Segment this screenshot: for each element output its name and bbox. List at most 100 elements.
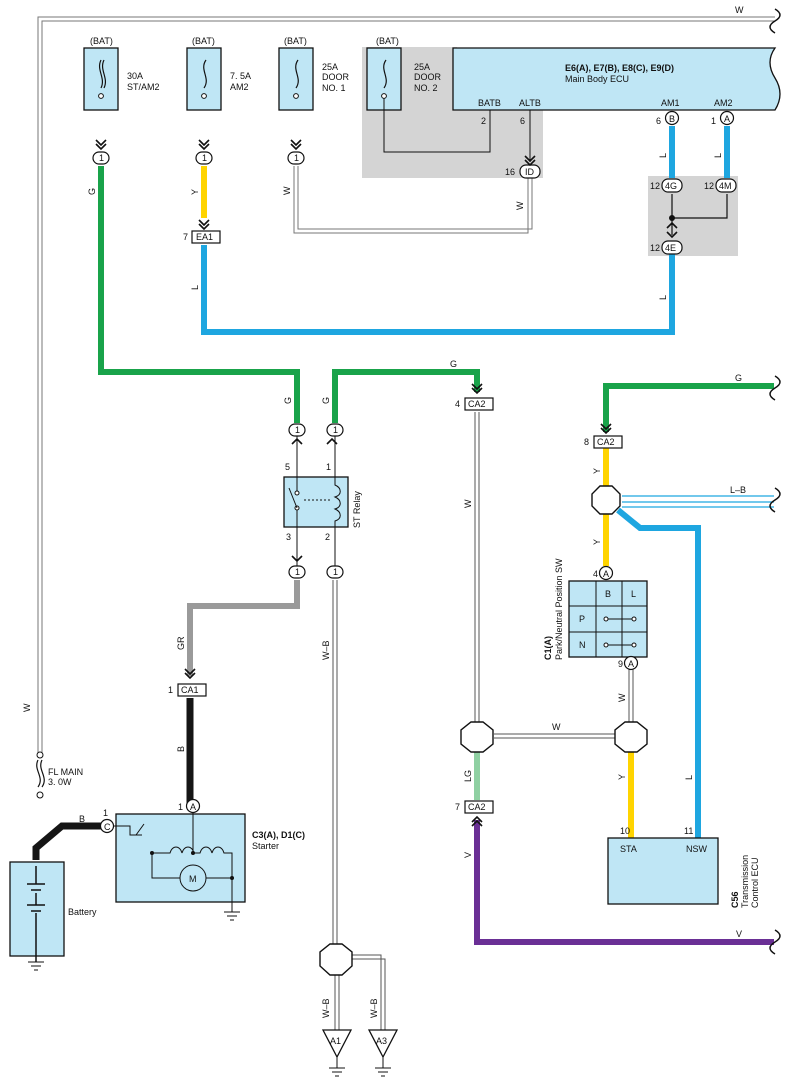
- pin-nsw: NSW: [686, 844, 708, 854]
- wire-green-3: [603, 383, 774, 432]
- fuse-am2: (BAT) 7. 5A AM2: [186, 36, 251, 111]
- wire-lb: [622, 495, 774, 508]
- wire-green-1: [98, 166, 300, 423]
- ground-icon: [224, 911, 240, 921]
- fuse-rating: 7. 5A: [230, 71, 251, 81]
- wire-label: GR: [176, 636, 186, 650]
- pin-num: 2: [325, 532, 330, 542]
- wire-label: W: [552, 722, 561, 732]
- break-mark-w: [769, 8, 781, 34]
- pin-num: 12: [704, 181, 714, 191]
- wire-label: L: [658, 153, 668, 158]
- conn-label: 4G: [665, 181, 677, 191]
- row-label: P: [579, 614, 585, 624]
- wire-label: L: [658, 295, 668, 300]
- row-label: N: [579, 640, 586, 650]
- transmission-ecu: 10 11 STA NSW C56 Transmission Control E…: [607, 826, 760, 908]
- wire-label: G: [450, 359, 457, 369]
- pin-num: 1: [168, 685, 173, 695]
- fuse-icon: [203, 59, 207, 89]
- pin-num: 2: [481, 116, 486, 126]
- fl-name: FL MAIN: [48, 767, 83, 777]
- fuse-name: DOOR: [322, 72, 350, 82]
- conn-label: A: [724, 114, 730, 124]
- wire-w-door: [293, 166, 533, 234]
- fuse-icon: [98, 59, 107, 89]
- ground-icon: [28, 961, 44, 971]
- pin-num: 1: [711, 116, 716, 126]
- tcu-name: Control ECU: [750, 857, 760, 908]
- sw-code: C1(A): [543, 636, 553, 660]
- wire-gray-gr: [187, 580, 300, 676]
- tcu-name: Transmission: [740, 855, 750, 908]
- pin-num: 4: [455, 399, 460, 409]
- conn-label: EA1: [196, 232, 213, 242]
- conn-label: CA2: [468, 399, 486, 409]
- pin-sta: STA: [620, 844, 637, 854]
- wire-label: W: [515, 201, 525, 210]
- tcu-code: C56: [730, 891, 740, 908]
- pin-num: 4: [593, 569, 598, 579]
- conn-label: 1: [99, 153, 104, 163]
- wire-label-w-left: W: [22, 703, 32, 712]
- starter-code: C3(A), D1(C): [252, 830, 305, 840]
- conn-label: B: [669, 114, 675, 124]
- pin-num: 3: [286, 532, 291, 542]
- battery: Battery: [9, 861, 97, 971]
- wire-label: LG: [463, 770, 473, 782]
- wire-label: B: [79, 814, 85, 824]
- wire-label: L: [684, 775, 694, 780]
- wire-label: W: [463, 499, 473, 508]
- wire-label: W: [617, 693, 627, 702]
- conn-label: A: [603, 569, 609, 579]
- fuse-rating: 30A: [127, 71, 143, 81]
- main-body-ecu: E6(A), E7(B), E8(C), E9(D) Main Body ECU…: [452, 47, 781, 162]
- fuse-name: NO. 1: [322, 83, 346, 93]
- fuse-name: ST/AM2: [127, 82, 160, 92]
- conn-label: ID: [525, 167, 535, 177]
- wire-label: Y: [617, 774, 627, 780]
- wire-label: V: [463, 852, 473, 858]
- wire-blue-nsw: [616, 507, 701, 838]
- pin-num: 16: [505, 167, 515, 177]
- wire-wb: [332, 580, 386, 1030]
- battery-name: Battery: [68, 907, 97, 917]
- connectors: 1 1 1 EA1 7 ID 16 B A 4G 12 4M 12 4E 12 …: [92, 110, 737, 814]
- motor-icon: M: [189, 874, 197, 884]
- sw-name: Park/Neutral Position SW: [554, 558, 564, 660]
- pin-num: 1: [178, 802, 183, 812]
- conn-label: 1: [333, 425, 338, 435]
- bat-label-2: (BAT): [192, 36, 215, 46]
- fuse-door1: (BAT) 25A DOOR NO. 1: [278, 36, 350, 111]
- conn-label: CA2: [597, 437, 615, 447]
- pin-num: 11: [684, 826, 693, 836]
- pin-num: 9: [618, 659, 623, 669]
- pin-num: 12: [650, 181, 660, 191]
- wire-label: G: [735, 373, 742, 383]
- pin-batb: BATB: [478, 98, 501, 108]
- ecu-code: E6(A), E7(B), E8(C), E9(D): [565, 63, 674, 73]
- fuse-name: DOOR: [414, 72, 442, 82]
- pin-num: 7: [455, 802, 460, 812]
- wire-label: Y: [190, 189, 200, 195]
- conn-label: C: [104, 822, 111, 832]
- conn-label: 1: [294, 153, 299, 163]
- wire-label-w-top: W: [735, 5, 744, 15]
- fuse-icon: [295, 59, 299, 89]
- pin-num: 1: [326, 462, 331, 472]
- bat-label-1: (BAT): [90, 36, 113, 46]
- pin-num: 7: [183, 232, 188, 242]
- conn-label: 1: [295, 567, 300, 577]
- pin-num: 10: [620, 826, 630, 836]
- pin-num: 8: [584, 437, 589, 447]
- splices: [319, 485, 648, 976]
- fl-rating: 3. 0W: [48, 777, 72, 787]
- fuse-rating: 25A: [322, 62, 338, 72]
- wire-labels: G Y W W L L L L G G G G W Y Y L–B GR B B…: [79, 153, 746, 1018]
- fuse-icon: [383, 59, 387, 89]
- col-label: B: [605, 589, 611, 599]
- wire-label: G: [283, 397, 293, 404]
- ground-label: A1: [330, 1036, 341, 1046]
- wire-label: L: [713, 153, 723, 158]
